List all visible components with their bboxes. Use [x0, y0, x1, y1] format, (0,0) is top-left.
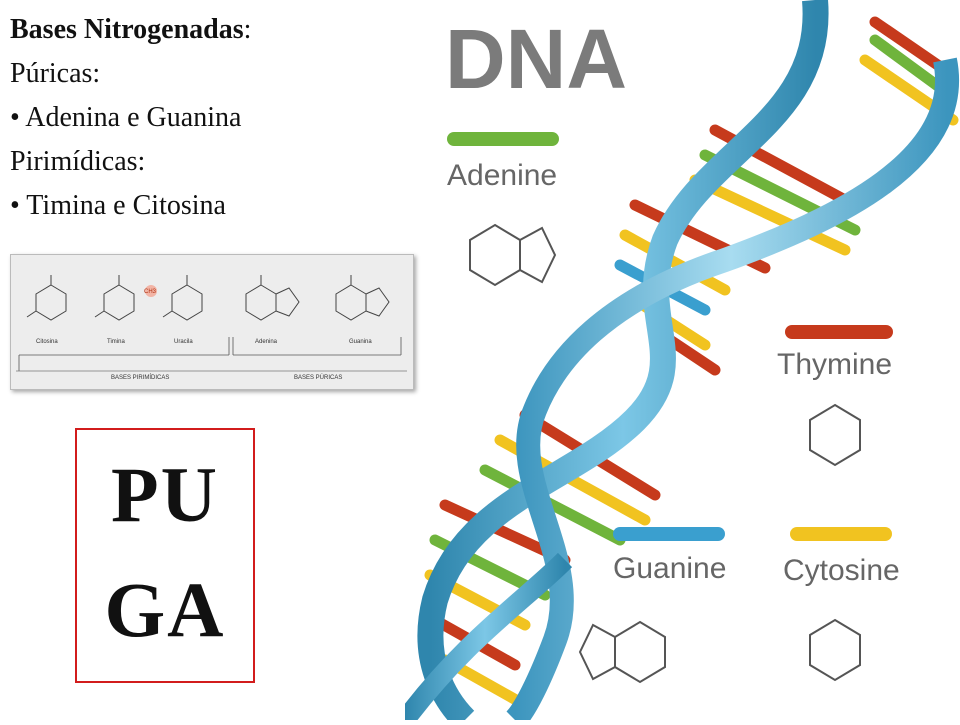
guanine-ring — [335, 284, 367, 321]
label-uracila: Uracila — [174, 339, 193, 345]
uracil-ring — [171, 284, 203, 321]
label-timina: Timina — [107, 339, 125, 345]
mnemonic-line-2: GA — [104, 566, 226, 653]
dna-poster-svg: DNA Adenine Thymine Guanine Cytosine — [397, 0, 959, 725]
guanine-ring-5 — [365, 287, 390, 317]
heading-text: Bases Nitrogenadas — [10, 14, 244, 45]
label-adenina: Adenina — [255, 339, 278, 345]
methyl-highlight — [145, 285, 157, 297]
bases-structures-image: BASES PIRIMÍDICAS BASES PÚRICAS CH3 Cito… — [10, 254, 414, 390]
puricas-label: Púricas: — [10, 58, 101, 89]
heading-colon: : — [243, 14, 252, 45]
cytosine-bar — [790, 527, 892, 541]
structures-svg: BASES PIRIMÍDICAS BASES PÚRICAS CH3 Cito… — [16, 275, 407, 381]
dna-strand-2 — [505, 57, 959, 725]
label-citosina: Citosina — [36, 339, 58, 345]
poster-title: DNA — [445, 12, 627, 106]
adenine-bar — [447, 132, 559, 146]
pirimidicas-label: Pirimídicas: — [10, 146, 146, 177]
pirimidicas-item: • Timina e Citosina — [10, 190, 226, 221]
adenine-ring — [245, 284, 277, 321]
mnemonic-box: PU GA — [75, 428, 255, 683]
dna-strand-3 — [397, 552, 573, 725]
slide-text: Bases Nitrogenadas: Púricas: • Adenina e… — [10, 8, 410, 228]
guanine-label: Guanine — [613, 552, 726, 585]
label-guanina: Guanina — [349, 339, 372, 345]
cytosine-structure — [809, 618, 861, 682]
adenine-label: Adenine — [447, 159, 557, 192]
methyl-label: CH3 — [144, 289, 157, 295]
dna-strand-1 — [417, 0, 829, 725]
cytosine-ring — [35, 284, 67, 321]
thymine-structure — [809, 403, 861, 467]
adenine-ring-5 — [275, 287, 300, 317]
thymine-label: Thymine — [777, 348, 892, 381]
group-pyrimidines-label: BASES PIRIMÍDICAS — [111, 374, 169, 381]
cytosine-label: Cytosine — [783, 554, 900, 587]
adenine-structure — [469, 223, 521, 287]
slide-heading: Bases Nitrogenadas: — [10, 8, 410, 52]
thymine-ring — [103, 284, 135, 321]
guanine-structure — [614, 620, 666, 684]
mnemonic-line-1: PU — [111, 451, 219, 538]
dna-poster-image: DNA Adenine Thymine Guanine Cytosine — [397, 0, 960, 725]
puricas-item: • Adenina e Guanina — [10, 102, 242, 133]
guanine-bar — [613, 527, 725, 541]
group-purines-label: BASES PÚRICAS — [294, 374, 342, 381]
thymine-bar — [785, 325, 893, 339]
